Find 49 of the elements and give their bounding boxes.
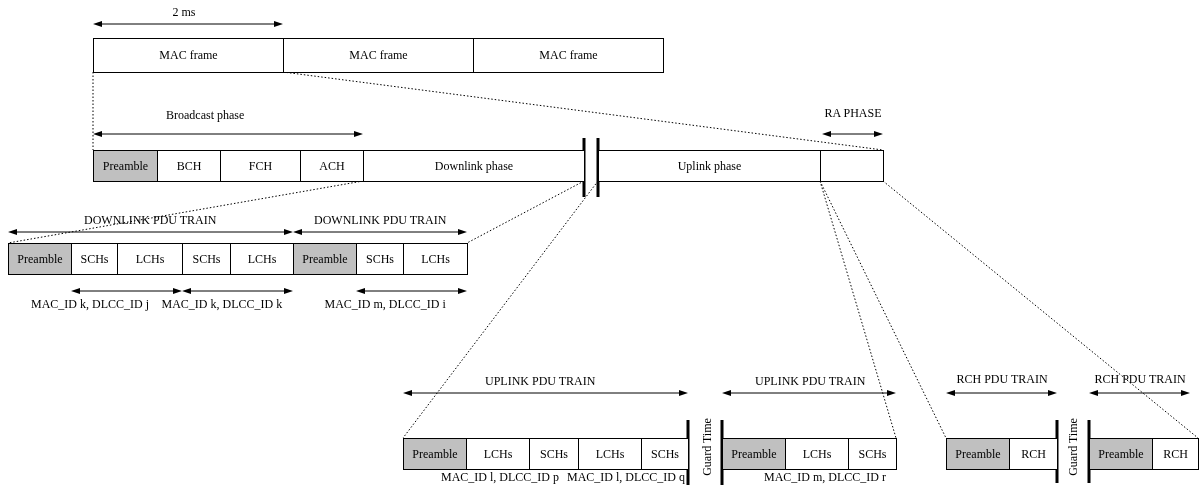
frame-segment: SCHs [641, 438, 689, 470]
dimension-label: Broadcast phase [166, 108, 245, 122]
frame-segment: Preamble [722, 438, 786, 470]
dimension-label: MAC_ID l, DLCC_ID q [567, 470, 685, 484]
dimension-label: UPLINK PDU TRAIN [485, 374, 596, 388]
frame-segment: Preamble [293, 243, 357, 275]
frame-segment: Preamble [93, 150, 158, 182]
dimension-label: DOWNLINK PDU TRAIN [314, 213, 447, 227]
guard-time-label: Guard Time [699, 418, 714, 476]
dimension-label: RCH PDU TRAIN [956, 372, 1048, 386]
dimension-label: MAC_ID k, DLCC_ID k [161, 297, 283, 311]
frame-segment: MAC frame [93, 38, 284, 73]
frame-segment: SCHs [356, 243, 404, 275]
zoom-line [882, 180, 1199, 439]
dimension-label: MAC_ID l, DLCC_ID p [441, 470, 559, 484]
frame-segment: RCH [1009, 438, 1058, 470]
frame-segment: SCHs [182, 243, 231, 275]
frame-segment: Preamble [8, 243, 72, 275]
frame-segment: LCHs [403, 243, 468, 275]
frame-segment: RCH [1152, 438, 1199, 470]
frame-segment: Preamble [1089, 438, 1153, 470]
frame-segment: SCHs [529, 438, 579, 470]
frame-segment: Downlink phase [363, 150, 585, 182]
frame-segment: Preamble [946, 438, 1010, 470]
dimension-label: RA PHASE [824, 106, 882, 120]
dimension-label: MAC_ID k, DLCC_ID j [31, 297, 149, 311]
frame-segment: SCHs [71, 243, 118, 275]
dimension-label: DOWNLINK PDU TRAIN [84, 213, 217, 227]
guard-time-label: Guard Time [1065, 418, 1080, 476]
frame-segment: MAC frame [473, 38, 664, 73]
zoom-line [402, 180, 599, 439]
dimension-label: UPLINK PDU TRAIN [755, 374, 866, 388]
frame-segment: Uplink phase [598, 150, 821, 182]
frame-segment: LCHs [117, 243, 183, 275]
frame-segment: Preamble [403, 438, 467, 470]
frame-segment: SCHs [848, 438, 897, 470]
frame-segment: BCH [157, 150, 221, 182]
frame-segment: LCHs [466, 438, 530, 470]
frame-segment: FCH [220, 150, 301, 182]
frame-segment: ACH [300, 150, 364, 182]
dimension-label: RCH PDU TRAIN [1094, 372, 1186, 386]
dimension-label: 2 ms [172, 5, 196, 19]
dimension-label: MAC_ID m, DLCC_ID i [324, 297, 446, 311]
frame-segment: MAC frame [283, 38, 474, 73]
frame-segment: LCHs [578, 438, 642, 470]
frame-segment: LCHs [230, 243, 294, 275]
dimension-label: MAC_ID m, DLCC_ID r [764, 470, 886, 484]
zoom-line [92, 71, 94, 151]
frame-segment: LCHs [785, 438, 849, 470]
